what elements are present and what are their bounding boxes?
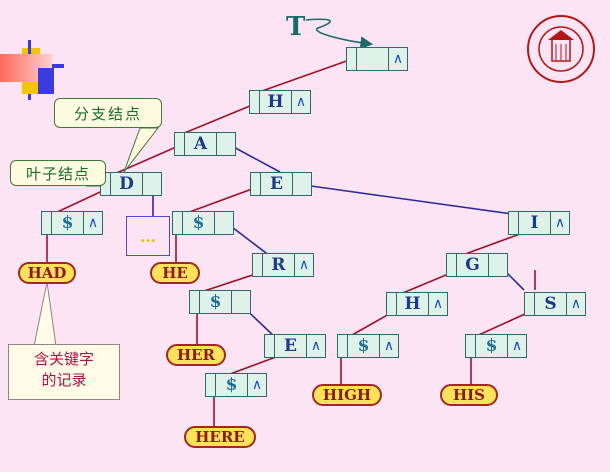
leaf-node-callout: 叶子结点 xyxy=(10,160,106,186)
record-HIS: HIS xyxy=(440,384,498,406)
record-HER: HER xyxy=(166,344,226,366)
trie-leaf-dollar-her: $ xyxy=(189,290,251,314)
record-HERE: HERE xyxy=(184,426,256,448)
trie-node-I: I∧ xyxy=(508,211,570,235)
trie-node-H-second: H∧ xyxy=(386,292,448,316)
record-note-tail xyxy=(33,281,57,347)
root-pointer-arrow xyxy=(305,18,374,50)
trie-leaf-dollar-high: $∧ xyxy=(337,334,399,358)
trie-node-D: D xyxy=(100,172,162,196)
root-pointer-label: T xyxy=(286,12,306,42)
trie-node-E: E xyxy=(250,172,312,196)
trie-node-A: A xyxy=(174,132,236,156)
trie-leaf-dollar-he: $ xyxy=(172,211,234,235)
trie-node-root: ∧ xyxy=(346,47,408,71)
trie-leaf-dollar-had: $∧ xyxy=(41,211,103,235)
branch-callout-tail xyxy=(123,127,160,173)
trie-node-S: S∧ xyxy=(524,292,586,316)
decor-squares xyxy=(0,40,80,110)
trie-node-E-second: E∧ xyxy=(264,334,326,358)
record-HAD: HAD xyxy=(18,262,76,284)
branch-node-callout: 分支结点 xyxy=(54,98,162,128)
record-HIGH: HIGH xyxy=(312,384,382,406)
more-children-ellipsis: … xyxy=(126,216,170,256)
trie-leaf-dollar-here: $∧ xyxy=(205,373,267,397)
trie-leaf-dollar-his: $∧ xyxy=(465,334,527,358)
university-seal-logo xyxy=(527,15,595,83)
trie-node-R: R∧ xyxy=(252,253,314,277)
record-note-line2: 的记录 xyxy=(41,371,87,389)
trie-node-H: H∧ xyxy=(249,90,311,114)
trie-node-G: G xyxy=(446,253,508,277)
record-note-line1: 含关键字 xyxy=(33,350,94,368)
record-note: 含关键字 的记录 xyxy=(8,344,120,400)
record-HE: HE xyxy=(150,262,200,284)
